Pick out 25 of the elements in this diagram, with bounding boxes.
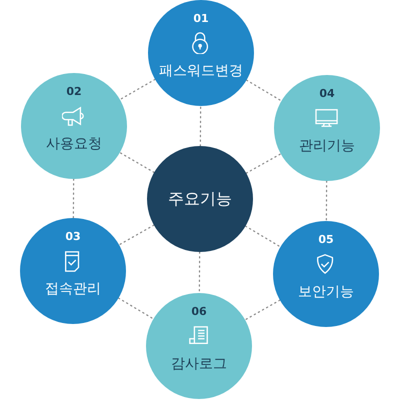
node-label: 감사로그 bbox=[170, 355, 228, 373]
dotted-connector bbox=[244, 300, 280, 320]
node-label: 사용요청 bbox=[45, 135, 103, 153]
step-number: 05 bbox=[317, 233, 335, 246]
dotted-connector bbox=[118, 298, 154, 320]
dotted-connector bbox=[326, 180, 328, 222]
step-number: 06 bbox=[190, 305, 208, 318]
dotted-connector bbox=[244, 226, 282, 248]
dotted-connector bbox=[246, 80, 282, 102]
step-number: 03 bbox=[64, 230, 82, 243]
dotted-connector bbox=[118, 224, 154, 246]
dotted-connector bbox=[246, 153, 282, 174]
step-number: 04 bbox=[318, 87, 336, 100]
node-label: 보안기능 bbox=[297, 283, 355, 301]
step-number: 02 bbox=[65, 85, 83, 98]
node-label: 관리기능 bbox=[298, 137, 356, 155]
dotted-connector bbox=[200, 105, 202, 147]
step-number: 01 bbox=[192, 12, 210, 25]
dotted-connector bbox=[119, 152, 155, 174]
node-label: 접속관리 bbox=[44, 280, 102, 298]
dotted-connector bbox=[198, 251, 200, 294]
node-label: 주요기능 bbox=[167, 189, 233, 210]
node-label: 패스워드변경 bbox=[158, 62, 244, 80]
dotted-connector bbox=[119, 78, 156, 100]
dotted-connector bbox=[72, 178, 74, 219]
